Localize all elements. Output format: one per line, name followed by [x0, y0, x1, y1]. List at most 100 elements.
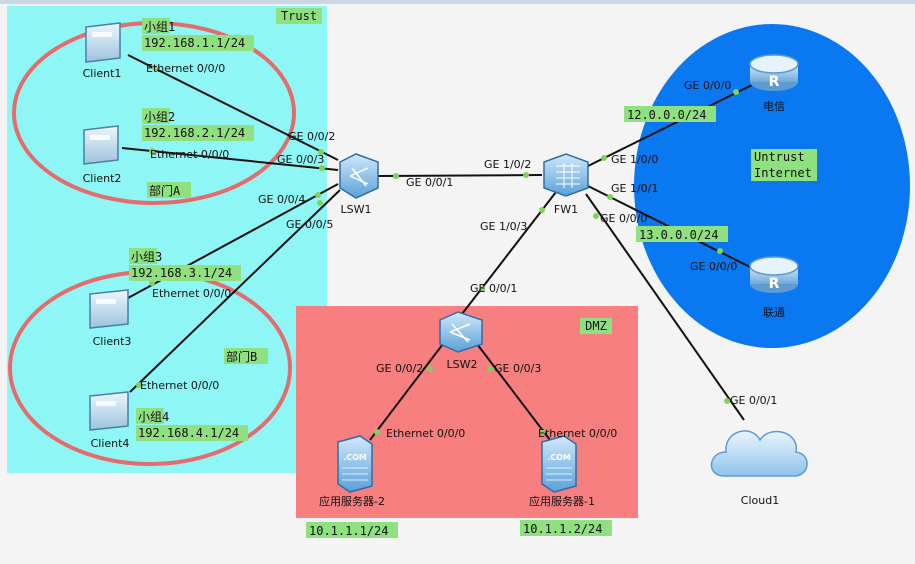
server2-ip-bg: [306, 522, 398, 538]
firewall-icon: [543, 153, 589, 197]
unicom-subnet-bg: [636, 226, 728, 242]
dept-a-label: 部门A: [149, 183, 181, 198]
server2-port-label: Ethernet 0/0/0: [386, 427, 465, 440]
port-dot: [539, 207, 545, 213]
telecom-port-label: GE 0/0/0: [684, 79, 731, 92]
fw1-ge101-label: GE 1/0/1: [611, 182, 658, 195]
unicom-subnet: 13.0.0.0/24: [639, 228, 718, 242]
group1-ip: 192.168.1.1/24: [144, 36, 245, 50]
unicom-router-device[interactable]: R 联通: [749, 256, 799, 319]
telecom-router-device[interactable]: R 电信: [749, 54, 799, 113]
telecom-subnet-bg: [624, 106, 716, 122]
lsw1-ge005-label: GE 0/0/5: [286, 218, 333, 231]
client4-label: Client4: [91, 437, 130, 450]
group1-name-bg: [142, 18, 170, 34]
trust-zone: [7, 6, 327, 473]
pc-terminal-icon: [89, 391, 129, 431]
server1-label: 应用服务器-1: [529, 494, 595, 508]
link-lsw2-server2: [369, 339, 447, 441]
switch-icon: [439, 311, 483, 353]
window-top-strip: [0, 0, 915, 4]
lsw2-label: LSW2: [447, 358, 478, 371]
port-dot: [317, 200, 323, 206]
lsw2-ge003-label: GE 0/0/3: [494, 362, 541, 375]
fw1-ge100-label: GE 1/0/0: [611, 153, 658, 166]
svg-text:R: R: [769, 276, 780, 292]
group4-ip: 192.168.4.1/24: [138, 426, 239, 440]
group2-name-bg: [142, 108, 170, 124]
port-dot: [315, 192, 321, 198]
client4-device[interactable]: Client4: [89, 391, 130, 450]
dmz-zone-label: DMZ: [585, 319, 607, 333]
server2-label: 应用服务器-2: [319, 494, 385, 508]
port-dot: [374, 429, 380, 435]
untrust-zone-sublabel: Internet: [754, 166, 812, 180]
server2-ip: 10.1.1.1/24: [309, 524, 388, 538]
group1-ip-bg: [142, 35, 254, 51]
lsw1-ge003-label: GE 0/0/3: [277, 153, 324, 166]
port-dot: [149, 148, 155, 154]
lsw2-ge001-label: GE 0/0/1: [470, 282, 517, 295]
port-dot: [487, 366, 493, 372]
port-dot: [724, 398, 730, 404]
unicom-port-label: GE 0/0/0: [690, 260, 737, 273]
cloud1-device[interactable]: Cloud1: [710, 430, 808, 507]
lsw1-device[interactable]: LSW1: [339, 153, 379, 216]
group1-name: 小组1: [144, 20, 175, 34]
port-dot: [733, 89, 739, 95]
untrust-zone-label-bg: [751, 149, 817, 181]
client4-port-label: Ethernet 0/0/0: [140, 379, 219, 392]
client2-label: Client2: [83, 172, 122, 185]
fw1-device[interactable]: FW1: [543, 153, 589, 216]
cloud1-label: Cloud1: [741, 494, 779, 507]
port-dot: [318, 149, 324, 155]
untrust-zone-label: Untrust: [754, 150, 805, 164]
link-fw1-cloud1: [585, 193, 745, 421]
client2-device[interactable]: Client2: [83, 125, 122, 185]
group4-name-bg: [136, 408, 164, 424]
group3-name: 小组3: [131, 250, 162, 264]
port-dot: [319, 165, 325, 171]
pc-terminal-icon: [89, 289, 129, 329]
client1-port-label: Ethernet 0/0/0: [146, 62, 225, 75]
group4-name: 小组4: [138, 410, 169, 424]
port-dot: [539, 429, 545, 435]
group3-ip: 192.168.3.1/24: [131, 266, 232, 280]
server-icon: [541, 435, 577, 493]
fw1-ge103-label: GE 1/0/3: [480, 220, 527, 233]
client2-port-label: Ethernet 0/0/0: [150, 148, 229, 161]
router-icon: [749, 54, 799, 74]
port-dot: [136, 382, 142, 388]
port-dot: [523, 172, 529, 178]
link-lsw2-server1: [473, 339, 551, 441]
telecom-label: 电信: [763, 100, 785, 113]
server2-device[interactable]: .COM 应用服务器-2: [319, 435, 385, 508]
link-client4-lsw1: [129, 189, 341, 393]
dept-b-label-bg: [224, 348, 268, 364]
dmz-zone-label-bg: [580, 318, 612, 334]
link-fw1-telecom: [587, 84, 753, 167]
port-dot: [593, 213, 599, 219]
lsw1-ge002-label: GE 0/0/2: [288, 130, 335, 143]
server1-device[interactable]: .COM 应用服务器-1: [529, 435, 595, 508]
fw1-ge000-label: GE 0/0/0: [600, 212, 647, 225]
trust-zone-label: Trust: [281, 9, 317, 23]
port-dot: [601, 155, 607, 161]
svg-text:R: R: [769, 74, 780, 90]
port-dot: [152, 65, 158, 71]
fw1-label: FW1: [554, 203, 578, 216]
client1-device[interactable]: Client1: [83, 22, 122, 80]
group4-ip-bg: [136, 425, 248, 441]
server1-ip-bg: [520, 520, 612, 536]
client3-label: Client3: [93, 335, 132, 348]
unicom-label: 联通: [763, 306, 785, 319]
lsw2-device[interactable]: LSW2: [439, 311, 483, 371]
port-dot: [149, 280, 155, 286]
trust-zone-label-bg: [276, 8, 322, 24]
group2-ip: 192.168.2.1/24: [144, 126, 245, 140]
client3-device[interactable]: Client3: [89, 289, 132, 348]
server1-port-label: Ethernet 0/0/0: [538, 427, 617, 440]
router-icon: [749, 256, 799, 276]
cloud1-port-label: GE 0/0/1: [730, 394, 777, 407]
